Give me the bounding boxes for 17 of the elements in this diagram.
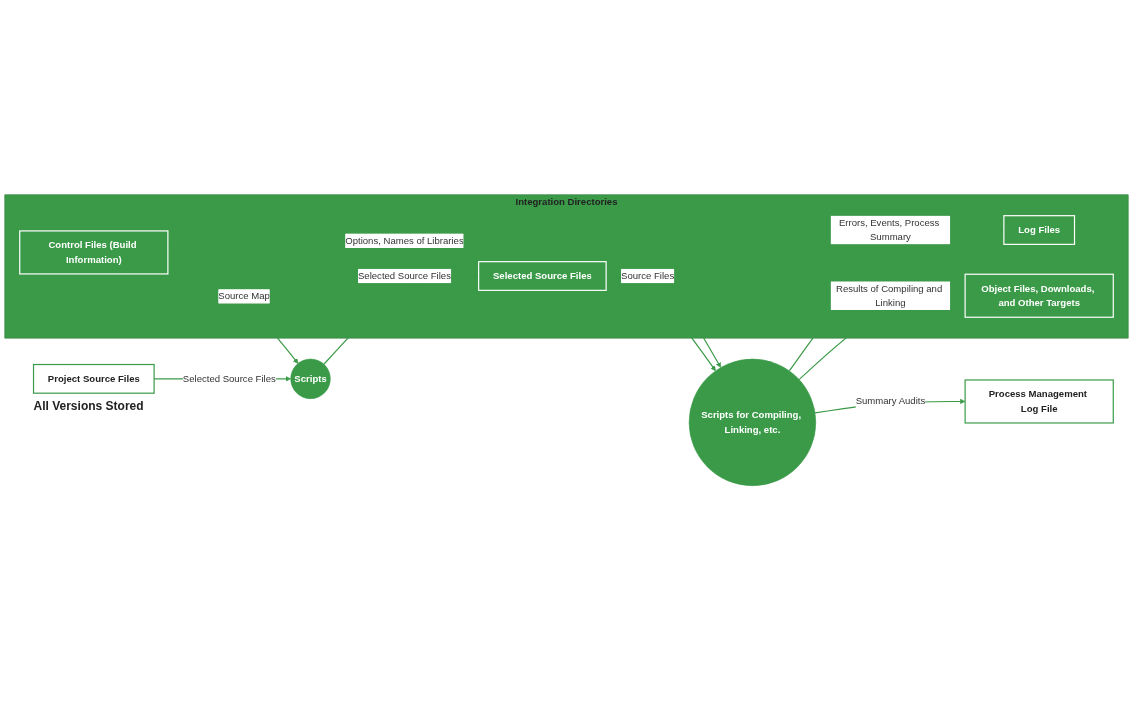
edge-label: Summary Audits (855, 395, 926, 406)
edge-label: Source Map (218, 290, 270, 301)
node-box: Selected Source Files (478, 260, 607, 291)
node-box: Project Source Files (32, 363, 155, 394)
edge-label: Results of Compiling and Linking (835, 282, 943, 308)
node-box: Log Files (1003, 214, 1076, 245)
node-box: Control Files (Build Information) (19, 230, 169, 275)
node-circle: Scripts (290, 358, 331, 399)
edge-label: Selected Source Files (182, 373, 276, 384)
node-circle: Scripts for Compiling, Linking, etc. (688, 358, 817, 486)
edge-label: Selected Source Files (357, 270, 451, 281)
node-box: Process Management Log File (964, 379, 1114, 424)
node-box: Object Files, Downloads, and Other Targets (964, 273, 1114, 318)
edge-label: Options, Names of Libraries (345, 235, 464, 246)
edge-label: Errors, Events, Process Summary (838, 217, 940, 242)
edge-label: Source Files (621, 270, 675, 281)
side-note: All Versions Stored (33, 398, 144, 413)
